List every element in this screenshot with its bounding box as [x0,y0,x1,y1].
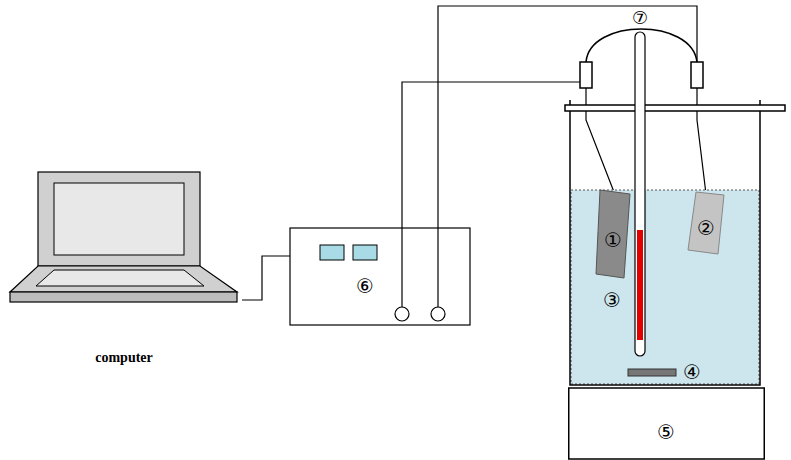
node-shape [290,228,470,325]
electrode: ② [688,192,724,256]
callout-number: ② [697,218,715,238]
electrode-clip [580,62,592,88]
terminal [431,307,445,321]
power-supply-box: ⑥ [290,228,470,325]
stir-bar [628,369,676,376]
electrode-plate [688,192,724,254]
laptop-keyboard [36,270,204,286]
box-outline [569,388,765,459]
laptop-screen [38,172,200,266]
terminal-wire [437,228,438,307]
beaker [570,100,760,385]
display [320,245,344,260]
laptop-edge [10,292,237,302]
electrode-clip [691,62,703,88]
electrode: ① [596,190,632,280]
callout-number: ⑦ [632,9,648,27]
stirrer-box: ⑤ [568,388,765,460]
terminal [395,307,409,321]
electrolyte [571,190,759,384]
thermometer-mercury [637,230,643,340]
electrode-plate [596,190,630,278]
device-caption: computer [95,351,153,365]
lid [565,105,785,111]
computer-node: computer [8,168,242,372]
display [353,245,377,260]
terminal-wire [401,228,402,307]
thermometer [635,32,645,356]
laptop-base [10,266,237,292]
callout-number: ① [604,230,622,250]
callout-number: ④ [683,362,701,382]
box-outline [290,228,470,325]
wire [242,256,290,300]
callout-number: ③ [603,290,621,310]
laptop-display [54,183,184,255]
node-shape [8,168,242,372]
callout-number: ⑤ [657,422,675,442]
callout-number: ⑥ [356,276,374,296]
